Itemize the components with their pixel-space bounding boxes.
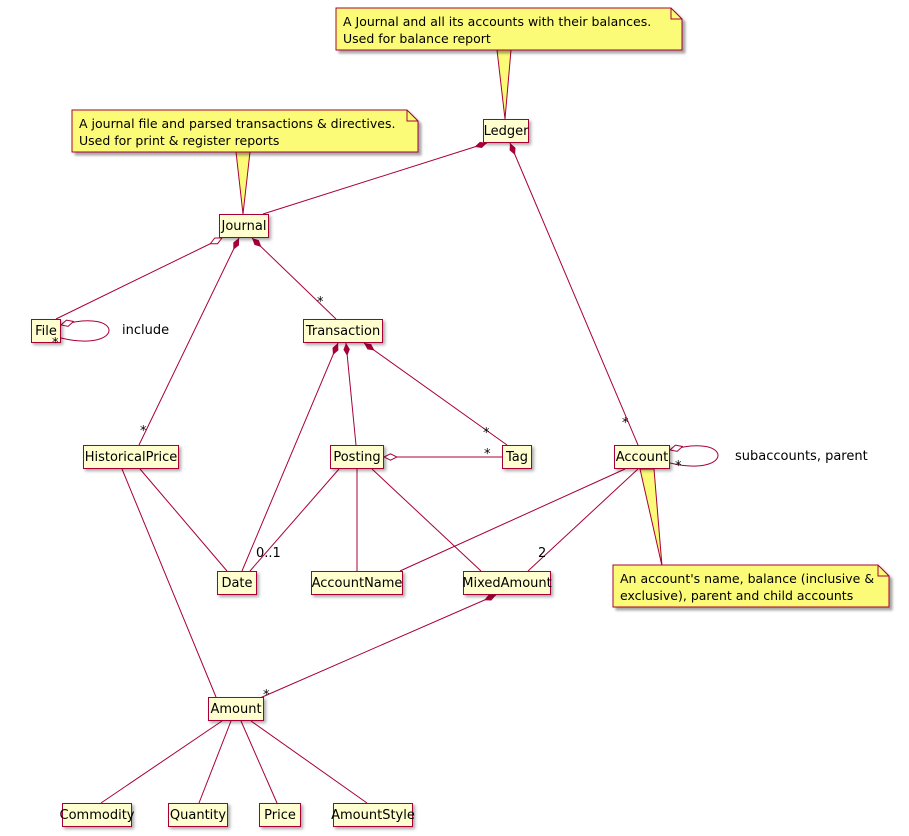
class-file-label: File [35,323,57,339]
class-mixedamount-label: MixedAmount [462,575,552,591]
note-ledger-line2: Used for balance report [343,31,491,46]
class-mixedamount: MixedAmount [462,571,552,595]
multiplicity-account-loop-many: * [675,459,682,474]
class-ledger: Ledger [483,119,529,143]
multiplicity-account-mixedamount-two: 2 [538,546,547,561]
note-journal-body [71,109,419,153]
multiplicity-posting-tag-many: * [484,447,491,462]
multiplicity-ledger-account-many: * [622,416,629,431]
edge-ledger-journal [262,141,488,215]
class-ledger-label: Ledger [483,123,529,139]
edge-transaction-tag [363,342,508,446]
note-account: An account's name, balance (inclusive & … [620,570,874,604]
edge-amount-commodity [100,720,223,804]
label-account-subaccounts-parent: subaccounts, parent [735,449,868,464]
multiplicity-posting-date-zero-or-one: 0..1 [256,546,281,561]
edge-account-accountname [399,468,626,572]
class-date-label: Date [221,575,253,591]
class-amountstyle: AmountStyle [331,803,415,827]
class-account: Account [614,445,670,469]
edge-amount-quantity [198,720,232,804]
multiplicity-mixedamount-amount-many: * [263,688,270,703]
class-transaction-label: Transaction [305,323,381,339]
class-price: Price [259,803,301,827]
note-account-fold [877,565,889,577]
class-transaction: Transaction [303,319,383,343]
note-pointer-journal [235,151,251,215]
edge-amount-price [240,720,278,804]
class-commodity: Commodity [59,803,135,827]
class-quantity: Quantity [168,803,228,827]
class-posting: Posting [330,445,384,469]
edge-posting-mixedamount [371,468,482,572]
edge-posting-date [249,468,340,572]
note-ledger-fold [670,8,682,20]
class-file: File [31,319,61,343]
class-tag-label: Tag [505,449,528,465]
class-amount-label: Amount [210,701,262,717]
note-account-line2: exclusive), parent and child accounts [620,588,854,603]
edge-account-mixedamount [527,468,639,572]
note-account-line1: An account's name, balance (inclusive & [620,571,875,586]
edge-transaction-date [241,342,339,572]
multiplicity-historicalprice-many: * [140,424,147,439]
class-tag: Tag [502,445,532,469]
multiplicity-transaction-tag-many: * [483,426,490,441]
class-accountname: AccountName [311,571,403,595]
note-journal-line1: A journal file and parsed transactions &… [79,116,396,131]
edge-historicalprice-date [139,468,228,572]
note-ledger-body [335,7,683,51]
class-accountname-label: AccountName [311,575,403,591]
class-historicalprice: HistoricalPrice [83,445,179,469]
class-amount: Amount [208,697,264,721]
edge-account-self-loop [670,446,719,467]
note-journal-line2: Used for print & register reports [79,133,280,148]
edge-journal-historicalprice [138,237,240,446]
class-quantity-label: Quantity [169,807,227,823]
class-amountstyle-label: AmountStyle [331,807,415,823]
edge-ledger-account [509,142,639,446]
class-price-label: Price [264,807,296,823]
note-pointer-ledger [496,49,512,120]
edge-transaction-posting [343,342,357,446]
edge-journal-file [55,238,222,320]
class-journal-label: Journal [221,218,267,234]
edge-journal-transaction [251,237,337,320]
label-file-include: include [122,323,170,338]
note-ledger-line1: A Journal and all its accounts with thei… [343,14,652,29]
note-ledger: A Journal and all its accounts with thei… [343,13,651,47]
edge-historicalprice-amount [121,468,217,698]
note-journal: A journal file and parsed transactions &… [79,115,395,149]
edge-mixedamount-amount [259,594,497,699]
class-historicalprice-label: HistoricalPrice [84,449,178,465]
class-commodity-label: Commodity [59,807,135,823]
edge-file-self-loop [61,321,110,342]
multiplicity-transaction-many: * [317,295,324,310]
note-account-body [612,564,890,608]
edge-amount-amountstyle [250,720,368,804]
class-date: Date [217,571,257,595]
class-account-label: Account [615,449,669,465]
class-journal: Journal [219,214,269,238]
note-pointer-account [639,468,663,567]
note-journal-fold [406,110,418,122]
multiplicity-file-loop-many: * [52,336,59,351]
class-posting-label: Posting [333,449,381,465]
